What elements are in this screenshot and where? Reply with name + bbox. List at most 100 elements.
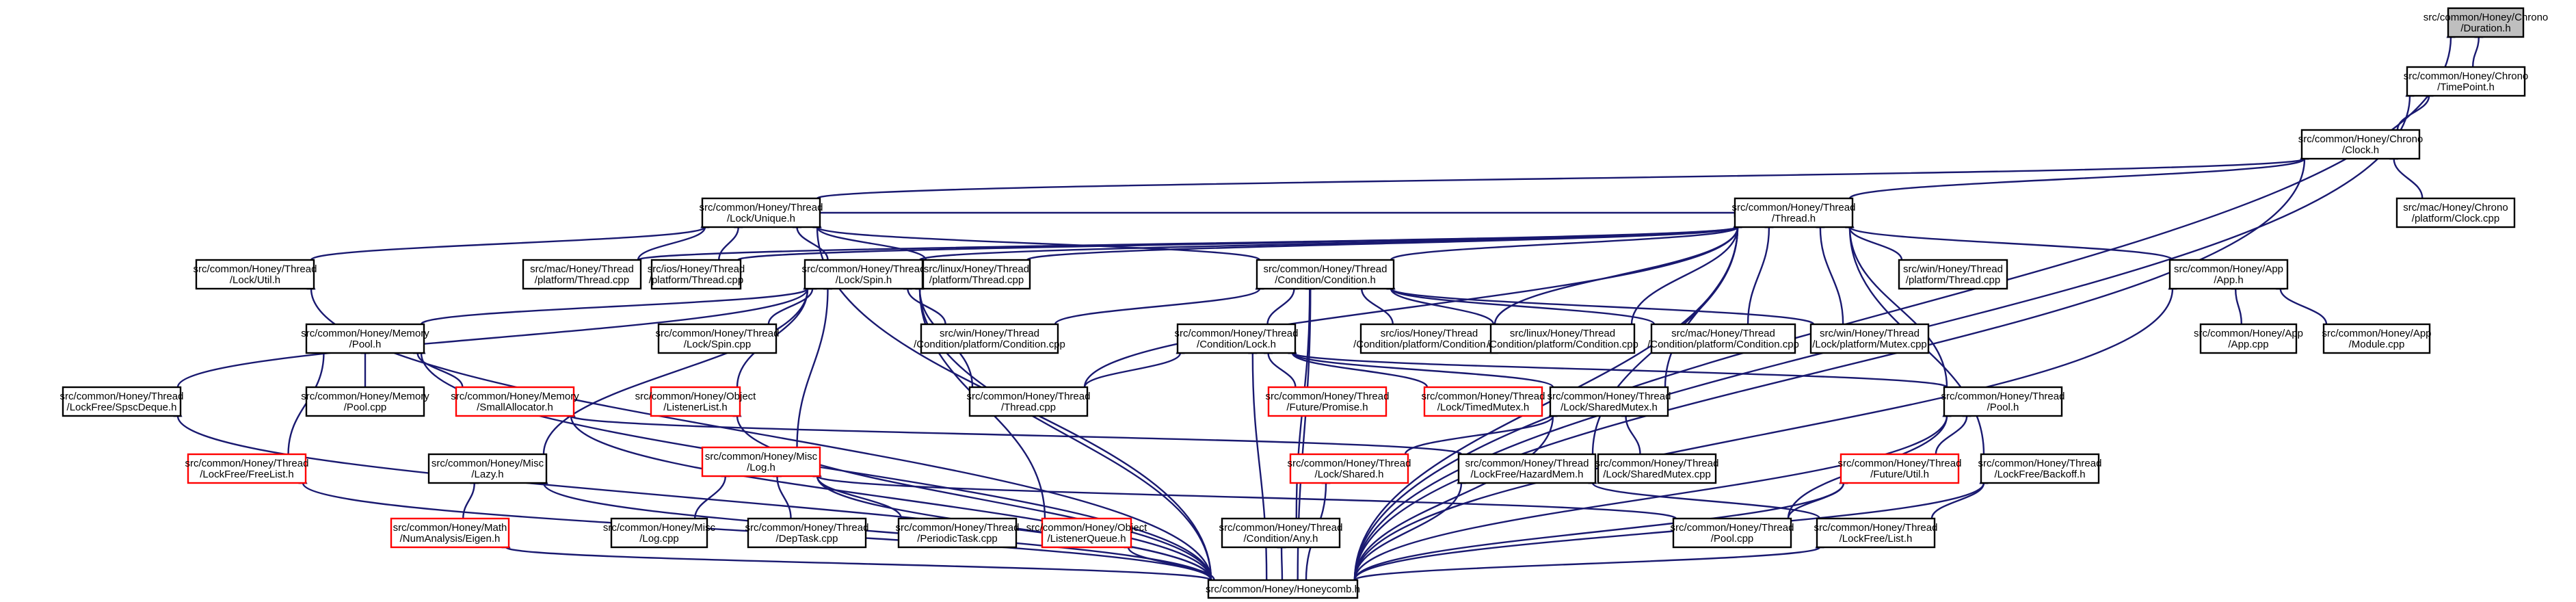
node-label: /SmallAllocator.h <box>477 402 553 413</box>
graph-node-fututil[interactable]: src/common/Honey/Thread/Future/Util.h <box>1838 453 1962 484</box>
graph-node-unique[interactable]: src/common/Honey/Thread/Lock/Unique.h <box>700 197 823 228</box>
node-label: /platform/Thread.cpp <box>929 274 1024 286</box>
node-label: /Condition/Condition.h <box>1275 274 1376 286</box>
graph-node-ioscond[interactable]: src/ios/Honey/Thread/Condition/platform/… <box>1353 323 1505 354</box>
node-box <box>1176 323 1297 354</box>
graph-node-mempool[interactable]: src/common/Honey/Memory/Pool.h <box>301 323 429 354</box>
node-label: /Duration.h <box>2460 23 2510 34</box>
graph-node-spincpp[interactable]: src/common/Honey/Thread/Lock/Spin.cpp <box>656 323 780 354</box>
node-box <box>701 446 821 477</box>
graph-node-modulecpp[interactable]: src/common/Honey/App/Module.cpp <box>2322 323 2432 354</box>
graph-node-condh[interactable]: src/common/Honey/Thread/Condition/Condit… <box>1256 259 1395 290</box>
graph-node-poolcpp[interactable]: src/common/Honey/Thread/Pool.cpp <box>1671 517 1794 549</box>
edge-condh-to-winmutex <box>1386 280 1815 326</box>
graph-node-smallalloc[interactable]: src/common/Honey/Memory/SmallAllocator.h <box>451 386 579 417</box>
edge-smallalloc-to-hazard <box>566 408 1463 456</box>
graph-node-condany[interactable]: src/common/Honey/Thread/Condition/Any.h <box>1219 517 1343 549</box>
graph-node-futpromise[interactable]: src/common/Honey/Thread/Future/Promise.h <box>1266 386 1390 417</box>
graph-node-winmutex[interactable]: src/win/Honey/Thread/Lock/platform/Mutex… <box>1809 323 1930 354</box>
node-label: /Condition/Lock.h <box>1197 339 1276 350</box>
node-label: src/common/Honey/App <box>2194 328 2303 339</box>
graph-node-spsc[interactable]: src/common/Honey/Thread/LockFree/SpscDeq… <box>60 386 184 417</box>
edge-lflist-to-honeycomb <box>1353 539 1824 581</box>
node-label: src/common/Honey/Thread <box>1175 328 1299 339</box>
graph-node-periodic[interactable]: src/common/Honey/Thread/PeriodicTask.cpp <box>896 517 1020 549</box>
graph-node-spin[interactable]: src/common/Honey/Thread/Lock/Spin.h <box>802 259 926 290</box>
graph-node-macthread[interactable]: src/mac/Honey/Thread/platform/Thread.cpp <box>522 259 642 290</box>
edge-apph-to-honeycomb <box>1353 280 2177 581</box>
node-label: /platform/Thread.cpp <box>649 274 743 286</box>
graph-node-deptask[interactable]: src/common/Honey/Thread/DepTask.cpp <box>745 517 869 549</box>
node-label: /Lock/SharedMutex.cpp <box>1603 469 1711 480</box>
graph-node-clock[interactable]: src/common/Honey/Chrono/Clock.h <box>2298 129 2424 160</box>
graph-node-winthread[interactable]: src/win/Honey/Thread/platform/Thread.cpp <box>1898 259 2008 290</box>
graph-node-lockshared[interactable]: src/common/Honey/Thread/Lock/Shared.h <box>1288 453 1411 484</box>
node-box <box>195 259 315 290</box>
graph-node-timedmutex[interactable]: src/common/Honey/Thread/Lock/TimedMutex.… <box>1422 386 1545 417</box>
graph-node-tp[interactable]: src/common/Honey/Chrono/TimePoint.h <box>2404 66 2529 97</box>
graph-node-logcpp[interactable]: src/common/Honey/Misc/Log.cpp <box>603 517 716 549</box>
graph-node-freelist[interactable]: src/common/Honey/Thread/LockFree/FreeLis… <box>185 453 309 484</box>
edge-logh-to-poolcpp <box>812 468 1677 520</box>
node-box <box>1221 517 1341 549</box>
edge-condh-to-wincond <box>1054 280 1264 325</box>
edge-hazard-to-lflist <box>1588 475 1821 519</box>
node-label: src/common/Honey/Thread <box>656 328 780 339</box>
node-box <box>650 259 742 290</box>
node-box <box>1289 453 1409 484</box>
node-box <box>968 386 1089 417</box>
graph-node-threadpool[interactable]: src/common/Honey/Thread/Pool.h <box>1941 386 2065 417</box>
edge-lazy-to-eigen <box>462 475 479 519</box>
edge-threadpool-to-honeycomb <box>1353 408 1952 581</box>
edge-unique-to-macthread <box>637 219 710 261</box>
node-label: /Lazy.h <box>471 469 503 480</box>
graph-node-backoff[interactable]: src/common/Honey/Thread/LockFree/Backoff… <box>1978 453 2102 484</box>
node-label: /Future/Promise.h <box>1286 402 1368 413</box>
graph-node-sharedmutexcpp[interactable]: src/common/Honey/Thread/Lock/SharedMutex… <box>1595 453 1719 484</box>
graph-node-sharedmutex[interactable]: src/common/Honey/Thread/Lock/SharedMutex… <box>1548 386 1671 417</box>
node-label: src/common/Honey/Thread <box>700 202 823 213</box>
node-label: src/common/Honey/Misc <box>705 451 818 462</box>
node-box <box>1898 259 2008 290</box>
graph-node-threadh[interactable]: src/common/Honey/Thread/Thread.h <box>1732 197 1856 228</box>
edge-condlock-to-threadpool <box>1288 345 1948 389</box>
graph-node-condlock[interactable]: src/common/Honey/Thread/Condition/Lock.h <box>1175 323 1299 354</box>
node-label: src/common/Honey/Thread <box>1978 458 2102 469</box>
graph-node-appcpp[interactable]: src/common/Honey/App/App.cpp <box>2194 323 2303 354</box>
edge-threadh-to-linuxcond <box>1630 219 1742 325</box>
node-box <box>1650 323 1796 354</box>
graph-node-dur[interactable]: src/common/Honey/Chrono/Duration.h <box>2424 7 2549 38</box>
graph-node-eigen[interactable]: src/common/Honey/Math/NumAnalysis/Eigen.… <box>390 517 510 549</box>
graph-node-wincond[interactable]: src/win/Honey/Thread/Condition/platform/… <box>914 323 1065 354</box>
node-label: src/common/Honey/Thread <box>1422 391 1545 402</box>
graph-node-threadcpp[interactable]: src/common/Honey/Thread/Thread.cpp <box>967 386 1091 417</box>
graph-node-iosthread[interactable]: src/ios/Honey/Thread/platform/Thread.cpp <box>648 259 745 290</box>
graph-node-listenerqueue[interactable]: src/common/Honey/Object/ListenerQueue.h <box>1026 517 1148 549</box>
node-label: src/linux/Honey/Thread <box>924 263 1029 275</box>
node-box <box>657 323 778 354</box>
graph-node-apph[interactable]: src/common/Honey/App/App.h <box>2168 259 2289 290</box>
edge-threadh-to-winthread <box>1844 219 1903 261</box>
edge-condh-to-condlock <box>1266 280 1299 325</box>
graph-node-maccond[interactable]: src/mac/Honey/Thread/Condition/platform/… <box>1647 323 1799 354</box>
graph-node-linuxthread[interactable]: src/linux/Honey/Thread/platform/Thread.c… <box>922 259 1031 290</box>
node-label: src/common/Honey/Thread <box>1595 458 1719 469</box>
node-box <box>427 453 548 484</box>
graph-node-logh[interactable]: src/common/Honey/Misc/Log.h <box>701 446 821 477</box>
edge-fututil-to-honeycomb <box>1353 475 1848 581</box>
graph-node-lazy[interactable]: src/common/Honey/Misc/Lazy.h <box>427 453 548 484</box>
graph-node-honeycomb[interactable]: src/common/Honey/Honeycomb.h <box>1206 579 1360 599</box>
node-box <box>2300 129 2421 160</box>
graph-node-hazard[interactable]: src/common/Honey/Thread/LockFree/HazardM… <box>1457 453 1597 484</box>
edge-threadh-to-condh <box>1390 219 1742 261</box>
graph-node-listenerlist[interactable]: src/common/Honey/Object/ListenerList.h <box>635 386 757 417</box>
graph-node-mempoolcpp[interactable]: src/common/Honey/Memory/Pool.cpp <box>301 386 429 417</box>
node-label: src/common/Honey/Thread <box>1732 202 1856 213</box>
graph-node-linuxcond[interactable]: src/linux/Honey/Thread/Condition/platfor… <box>1487 323 1638 354</box>
node-box <box>187 453 307 484</box>
graph-node-macclock[interactable]: src/mac/Honey/Chrono/platform/Clock.cpp <box>2395 197 2516 228</box>
graph-node-lockutil[interactable]: src/common/Honey/Thread/Lock/Util.h <box>194 259 317 290</box>
node-label: src/common/Honey/Math <box>393 522 507 534</box>
graph-node-lflist[interactable]: src/common/Honey/Thread/LockFree/List.h <box>1814 517 1938 549</box>
node-label: /Pool.cpp <box>344 402 387 413</box>
